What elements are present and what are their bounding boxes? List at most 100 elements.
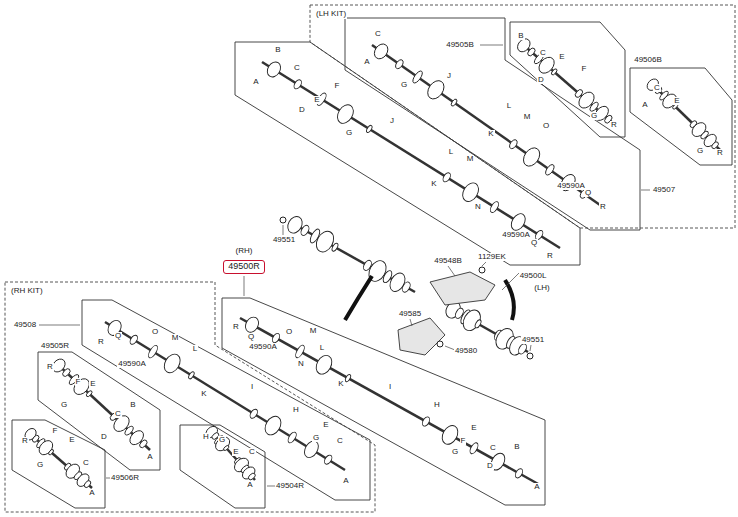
callout-letter: R bbox=[232, 323, 240, 331]
drive-shaft bbox=[105, 322, 345, 470]
callout-letter: H bbox=[202, 433, 210, 441]
callout-letter: O bbox=[151, 328, 159, 336]
callout-letter: H bbox=[433, 401, 441, 409]
shaft-component bbox=[334, 102, 356, 126]
part-number: 49508 bbox=[13, 321, 37, 329]
callout-letter: R bbox=[46, 363, 54, 371]
shaft-component bbox=[544, 163, 556, 176]
kit-region: (RH KIT) bbox=[5, 282, 375, 512]
callout-letter: J bbox=[446, 72, 452, 80]
shaft-component bbox=[129, 334, 139, 346]
nut-symbol bbox=[437, 341, 443, 347]
callout-letter: H bbox=[292, 406, 300, 414]
leader-line bbox=[410, 319, 412, 326]
callout-letter: A bbox=[533, 483, 540, 491]
shaft-component bbox=[514, 467, 524, 479]
shaft-component bbox=[372, 41, 391, 61]
leader-line bbox=[448, 266, 455, 276]
callout-letter: K bbox=[430, 180, 437, 188]
drive-shaft bbox=[262, 62, 560, 248]
callout-letter: G bbox=[400, 81, 408, 89]
shaft-component bbox=[85, 390, 93, 398]
callout-letter: B bbox=[513, 443, 520, 451]
shaft-component bbox=[645, 77, 661, 93]
callout-letter: G bbox=[218, 436, 226, 444]
callout-letter: F bbox=[75, 378, 82, 386]
callout-letter: L bbox=[448, 148, 454, 156]
nut-symbol bbox=[479, 267, 485, 273]
shaft-component bbox=[365, 125, 373, 134]
callout-letter: G bbox=[696, 147, 704, 155]
part-number: 49551 bbox=[521, 336, 545, 344]
callout-letter: K bbox=[487, 130, 494, 138]
kit-outline bbox=[5, 282, 375, 512]
part-number: 49504R bbox=[275, 482, 305, 490]
shaft-component bbox=[293, 78, 303, 90]
shaft-component bbox=[344, 374, 351, 383]
shaft-component bbox=[83, 479, 92, 488]
callout-letter: F bbox=[334, 82, 341, 90]
part-number-box: 49500R bbox=[223, 260, 265, 274]
part-number: 49551 bbox=[272, 236, 296, 244]
callout-letter: O bbox=[285, 328, 293, 336]
callout-letter: C bbox=[114, 410, 122, 418]
shaft-component bbox=[286, 431, 297, 444]
callout-letter: G bbox=[451, 448, 459, 456]
callout-letter: K bbox=[337, 380, 344, 388]
shaft-component bbox=[489, 200, 500, 213]
leader-line bbox=[530, 345, 531, 351]
shaft-component bbox=[508, 138, 519, 150]
callout-letter: A bbox=[641, 101, 648, 109]
part-number: 49506B bbox=[633, 56, 663, 64]
part-number: 49590A bbox=[117, 360, 147, 368]
leader-line bbox=[39, 325, 80, 326]
callout-letter: E bbox=[232, 448, 239, 456]
callout-letter: E bbox=[322, 421, 329, 429]
shaft-component bbox=[411, 70, 424, 85]
shaft-component bbox=[520, 145, 543, 169]
part-number: 49548B bbox=[433, 257, 463, 265]
shaft-component bbox=[138, 439, 148, 449]
shaft-component bbox=[147, 344, 159, 359]
leader-line bbox=[641, 190, 650, 191]
shaft-component bbox=[294, 344, 306, 359]
shaft-component bbox=[468, 442, 479, 455]
callout-letter: A bbox=[252, 78, 259, 86]
kit-panel bbox=[510, 22, 625, 137]
shaft-component bbox=[161, 351, 183, 375]
callout-letter: R bbox=[21, 437, 29, 445]
callout-letter: R bbox=[716, 149, 724, 157]
leader-line bbox=[283, 225, 284, 235]
callout-letter: M bbox=[466, 155, 475, 163]
shaft-component bbox=[517, 343, 528, 356]
callout-letter: E bbox=[470, 424, 477, 432]
callout-letter: A bbox=[342, 477, 349, 485]
callout-letter: F bbox=[52, 427, 59, 435]
shaft-component bbox=[36, 438, 55, 457]
shaft-component bbox=[247, 472, 256, 481]
callout-letter: D bbox=[298, 106, 306, 114]
part-number: 1129EK bbox=[477, 253, 507, 261]
leader-line bbox=[244, 276, 245, 296]
drive-shaft bbox=[520, 42, 615, 125]
callout-letter: A bbox=[246, 481, 253, 489]
drive-shaft bbox=[372, 45, 600, 205]
panel-group bbox=[12, 18, 732, 508]
bracket-plate bbox=[398, 318, 445, 355]
callout-letter: A bbox=[88, 489, 95, 497]
callout-letter: R bbox=[599, 203, 607, 211]
kit-panel bbox=[222, 298, 545, 505]
callout-letter: C bbox=[248, 448, 256, 456]
callout-letter: Q bbox=[584, 189, 592, 197]
callout-letter: I bbox=[388, 383, 392, 391]
part-number: 49590A bbox=[501, 231, 531, 239]
part-number: 49505R bbox=[40, 342, 70, 350]
shaft-component bbox=[536, 54, 557, 76]
callout-letter: M bbox=[171, 334, 180, 342]
kit-panel bbox=[12, 420, 105, 508]
shaft-component bbox=[442, 171, 452, 183]
part-number: 49505B bbox=[445, 41, 475, 49]
kit-title: (RH KIT) bbox=[10, 287, 44, 296]
callout-letter: M bbox=[309, 327, 318, 335]
